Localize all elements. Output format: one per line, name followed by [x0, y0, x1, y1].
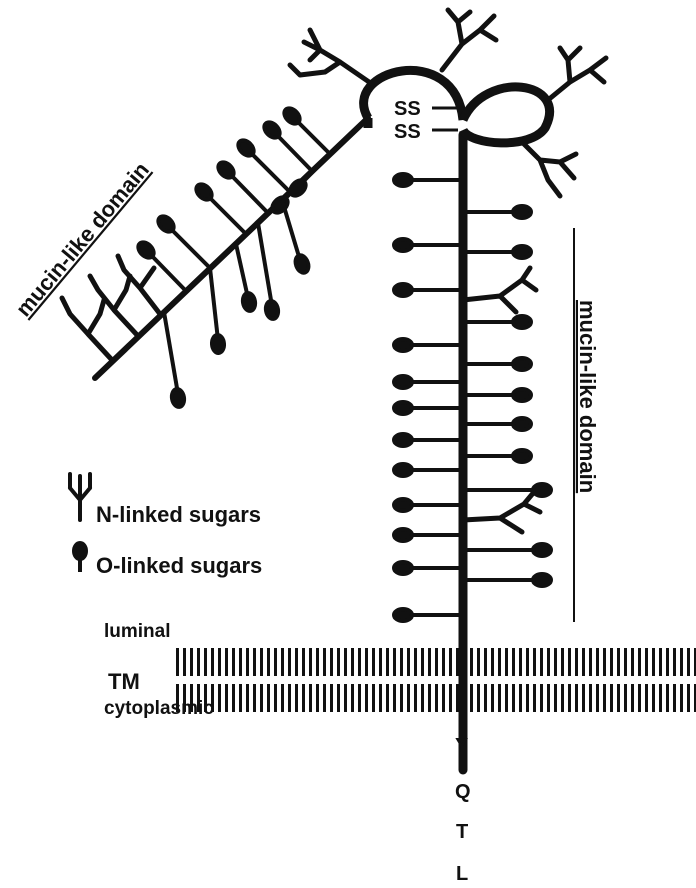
- n-linked-legend-label: N-linked sugars: [96, 502, 261, 527]
- o-linked-sugars: [394, 174, 551, 621]
- o-linked-sugars-diagonal: [135, 105, 330, 408]
- tail-residue-1: Y: [455, 735, 469, 757]
- tm-label: TM: [108, 669, 140, 694]
- o-linked-legend-label: O-linked sugars: [96, 553, 262, 578]
- ss-label-top: SS: [394, 98, 421, 120]
- mucin-domain-label-vertical: mucin-like domain: [575, 300, 600, 493]
- tail-residue-2: Q: [455, 781, 471, 803]
- tail-residue-4: L: [456, 863, 468, 885]
- membrane-bilayer: [172, 648, 696, 712]
- cytoplasmic-label: cytoplasmic: [104, 698, 214, 719]
- legend: N-linked sugars O-linked sugars: [70, 474, 262, 578]
- o-linked-legend-icon: [74, 543, 86, 572]
- n-linked-legend-icon: [70, 474, 90, 520]
- ss-bond-lines: [432, 108, 458, 130]
- ss-label-bottom: SS: [394, 121, 421, 143]
- tail-residue-3: T: [456, 821, 468, 843]
- luminal-label: luminal: [104, 621, 171, 642]
- mucin-domain-label-diagonal: mucin-like domain: [11, 157, 154, 321]
